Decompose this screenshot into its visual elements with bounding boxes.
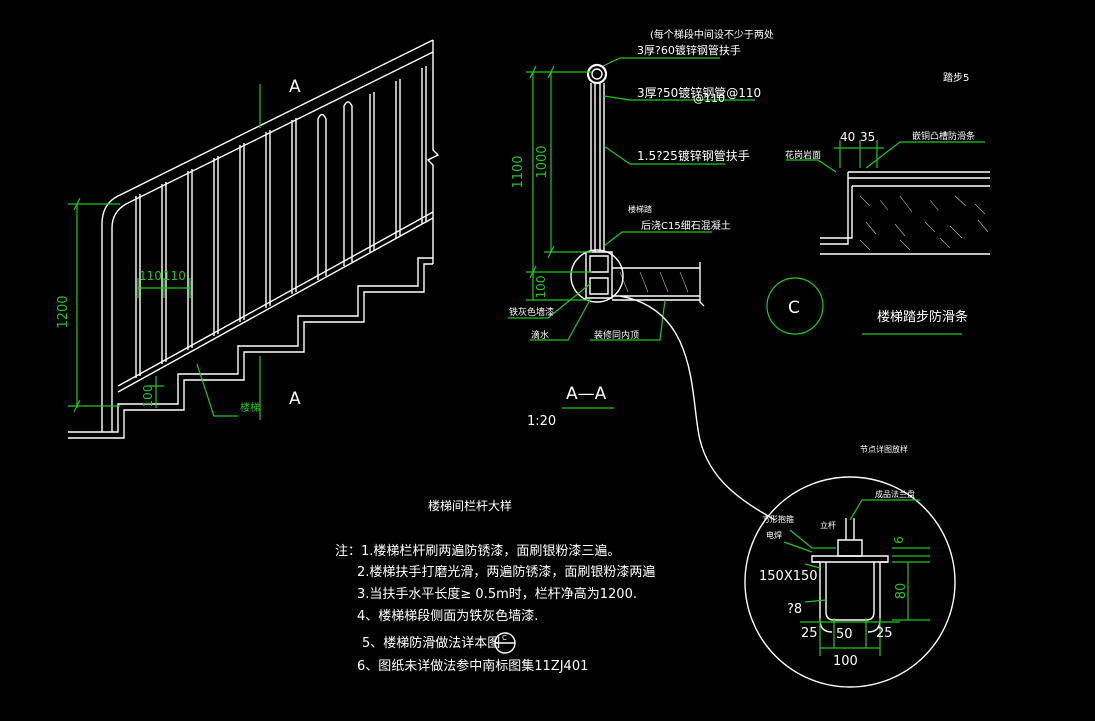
label-sub-baluster: 1.5?25镀锌钢管扶手 xyxy=(637,148,750,163)
label-concrete: 后浇C15细石混凝土 xyxy=(641,219,731,232)
circular-detail: 节点详图放样 成品法兰盘 方形抱箍 电焊 立杆 6 80 150X150 ?8 … xyxy=(744,444,956,688)
label-stair: 楼梯 xyxy=(240,401,260,414)
antislip-label-strip: 嵌铜凸槽防滑条 xyxy=(912,130,975,142)
note-line-4: 4、楼梯梯段侧面为铁灰色墙漆. xyxy=(357,608,538,624)
dim-1000: 1000 xyxy=(535,145,550,178)
section-mark-top: A xyxy=(289,77,301,97)
detail-label-flange: 成品法兰盘 xyxy=(875,489,915,499)
antislip-detail: 踏步5 40 35 嵌铜凸槽防滑条 花岗岩面 C 楼梯踏步防滑条 xyxy=(766,71,990,335)
dim-25b: 25 xyxy=(876,626,893,641)
stair-elevation: A A 1200 110 110 100 楼梯 xyxy=(56,39,440,439)
detail-label-top: 节点详图放样 xyxy=(860,444,908,454)
note-line-3: 3.当扶手水平长度≥ 0.5m时，栏杆净高为1200. xyxy=(357,586,637,602)
note-line-1: 注：1.楼梯栏杆刷两遍防锈漆，面刷银粉漆三遍。 xyxy=(335,543,620,559)
detail-label-weld: 电焊 xyxy=(766,530,782,540)
note-line-2: 2.楼梯扶手打磨光滑，两遍防锈漆，面刷银粉漆两遍 xyxy=(357,564,655,580)
dim-40: 40 xyxy=(840,130,855,144)
label-handrail: 3厚?60镀锌钢管扶手 xyxy=(637,43,741,57)
note-line-5: 5、楼梯防滑做法详本图 xyxy=(362,635,500,651)
dim-100: 100 xyxy=(534,276,548,299)
dim-step: 100 xyxy=(141,385,155,408)
dim-1100: 1100 xyxy=(511,155,526,188)
antislip-label-top: 踏步5 xyxy=(943,71,969,84)
label-drip: 滴水 xyxy=(531,329,549,341)
note-line-6: 6、图纸未详做法参中南标图集11ZJ401 xyxy=(357,658,588,674)
detail-label-post: 立杆 xyxy=(820,520,836,530)
section-title: A—A xyxy=(566,384,607,404)
section-a-a: 1100 1000 100 (每个梯段中间设不少于两处 3厚?60镀锌钢管扶手 … xyxy=(508,28,776,521)
note-ref-circle: C xyxy=(502,634,507,642)
label-stair-slab: 楼梯踏 xyxy=(628,204,652,214)
dim-6: 6 xyxy=(892,536,906,544)
detail-label-bracket: 方形抱箍 xyxy=(762,514,794,524)
section-mark-bottom: A xyxy=(289,389,301,409)
balusters xyxy=(135,66,427,378)
notes-title: 楼梯间栏杆大样 xyxy=(428,498,512,513)
antislip-label-surface: 花岗岩面 xyxy=(785,149,821,161)
note-top: (每个梯段中间设不少于两处 xyxy=(650,28,774,41)
notes: 楼梯间栏杆大样 注：1.楼梯栏杆刷两遍防锈漆，面刷银粉漆三遍。 2.楼梯扶手打磨… xyxy=(335,498,655,674)
dim-8: ?8 xyxy=(787,602,802,617)
antislip-title: 楼梯踏步防滑条 xyxy=(877,309,968,325)
dim-height: 1200 xyxy=(56,295,71,328)
dim-spacing-1: 110 xyxy=(139,269,162,283)
label-finish: 装修同内顶 xyxy=(594,329,639,341)
section-scale: 1:20 xyxy=(527,414,556,429)
dim-spacing-2: 110 xyxy=(163,269,186,283)
dim-25a: 25 xyxy=(801,626,818,641)
antislip-circle-label: C xyxy=(788,298,800,318)
dim-80: 80 xyxy=(894,583,909,600)
dim-100-detail: 100 xyxy=(833,654,858,669)
dim-150: 150X150 xyxy=(759,569,818,584)
label-paint: 铁灰色墙漆 xyxy=(509,306,554,318)
dim-35: 35 xyxy=(860,130,875,144)
label-baluster-overlap: @110 xyxy=(693,92,725,105)
label-baluster: 3厚?50镀锌钢管@110 xyxy=(637,85,761,100)
dim-50: 50 xyxy=(836,627,853,642)
